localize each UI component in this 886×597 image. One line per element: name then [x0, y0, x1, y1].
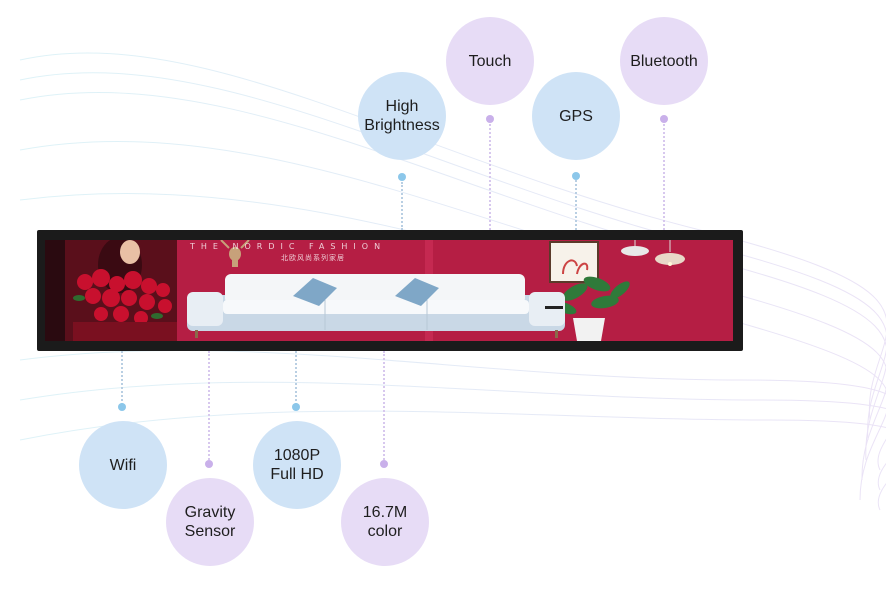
feature-1080p-full-hd: 1080P Full HD	[253, 421, 341, 509]
display-banner-subtext: 北欧风尚系列家居	[281, 254, 345, 262]
connector-line-16-7m-color	[383, 351, 385, 463]
connector-dot	[398, 173, 406, 181]
display-banner-text: THE NORDIC FASHION	[190, 242, 387, 251]
feature-16-7m-color: 16.7M color	[341, 478, 429, 566]
connector-dot	[205, 460, 213, 468]
feature-bluetooth: Bluetooth	[620, 17, 708, 105]
connector-line-wifi	[121, 351, 123, 405]
connector-dot	[380, 460, 388, 468]
connector-dot	[118, 403, 126, 411]
connector-line-gravity-sensor	[208, 351, 210, 463]
connector-dot	[486, 115, 494, 123]
connector-line-bluetooth	[663, 124, 665, 230]
connector-dot	[292, 403, 300, 411]
feature-gps: GPS	[532, 72, 620, 160]
showroom-illustration	[45, 240, 733, 341]
connector-dot	[572, 172, 580, 180]
connector-line-touch	[489, 124, 491, 230]
feature-wifi: Wifi	[79, 421, 167, 509]
stretched-bar-display: THE NORDIC FASHION 北欧风尚系列家居	[37, 230, 743, 351]
feature-touch: Touch	[446, 17, 534, 105]
connector-dot	[660, 115, 668, 123]
connector-line-gps	[575, 180, 577, 230]
display-screen: THE NORDIC FASHION 北欧风尚系列家居	[45, 240, 733, 341]
feature-gravity-sensor: Gravity Sensor	[166, 478, 254, 566]
connector-line-1080p	[295, 351, 297, 405]
connector-line-high-brightness	[401, 182, 403, 230]
feature-high-brightness: High Brightness	[358, 72, 446, 160]
